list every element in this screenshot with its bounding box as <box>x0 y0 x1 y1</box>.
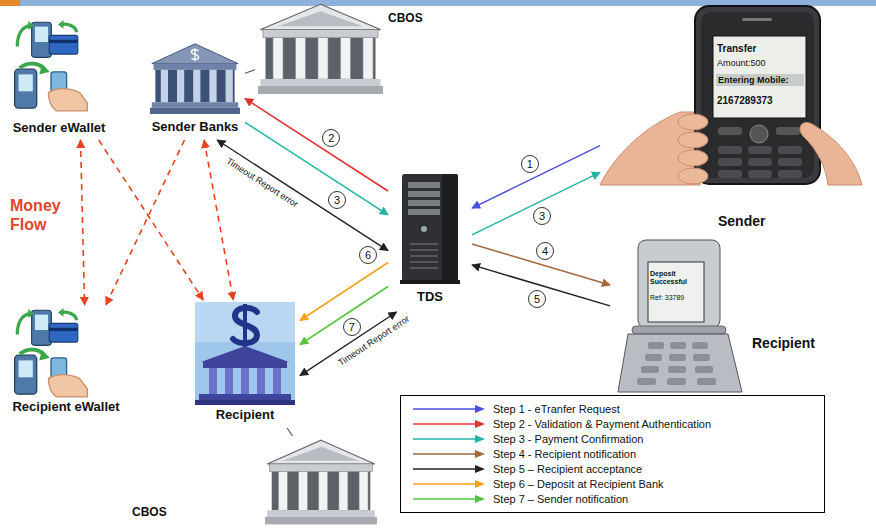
ewallet-group: Recipient eWallet <box>5 305 127 417</box>
node-label: Sender eWallet <box>5 121 113 136</box>
callout-number: 7 <box>343 318 361 336</box>
callout-number: 3 <box>328 191 346 209</box>
money-flow-arrow <box>81 140 85 305</box>
connector <box>300 312 397 376</box>
legend-line-sample <box>413 468 477 470</box>
legend-row: Step 1 - eTranfer Request <box>401 402 824 417</box>
legend-line-sample <box>413 408 477 410</box>
legend-row: Step 7 – Sender notification <box>401 492 824 507</box>
central-bank-building <box>258 4 383 94</box>
legend-line-sample <box>411 434 487 444</box>
sender-phone-in-hand <box>600 6 862 185</box>
legend-line-sample <box>411 464 487 474</box>
node-label: CBOS <box>388 12 428 26</box>
money-flow-arrow <box>106 140 185 305</box>
server-tower <box>400 174 460 284</box>
legend-text: Step 4 - Recipient notification <box>493 447 636 462</box>
legend-row: Step 4 - Recipient notification <box>401 447 824 462</box>
arrowhead <box>475 480 485 488</box>
legend-line-sample <box>413 453 477 455</box>
sender-bank-building <box>150 44 240 114</box>
arrowhead <box>475 405 485 413</box>
arrowhead <box>475 435 485 443</box>
phone-screen-text: Deposit Successful <box>650 270 702 286</box>
legend-box: Step 1 - eTranfer RequestStep 2 - Valida… <box>400 395 825 513</box>
money-flow-arrow <box>99 140 203 300</box>
ewallet-group: Sender eWallet <box>5 18 113 140</box>
arrowhead <box>475 465 485 473</box>
legend-line-sample <box>413 438 477 440</box>
legend-row: Step 6 – Deposit at Recipient Bank <box>401 477 824 492</box>
edge-label: Timeout Report error <box>222 155 301 212</box>
legend-text: Step 3 - Payment Confirmation <box>493 432 643 447</box>
server-tower: TDS <box>388 172 472 312</box>
legend-text: Step 2 - Validation & Payment Authentica… <box>493 417 711 432</box>
connector <box>300 263 388 321</box>
connector <box>217 140 388 251</box>
central-bank-icon: CBOS <box>262 436 382 526</box>
node-label: Recipient <box>752 335 832 351</box>
phone-screen-text: 2167289373 <box>717 95 803 107</box>
callout-number: 6 <box>359 246 377 264</box>
callout-number: 3 <box>533 207 551 225</box>
legend-row: Step 2 - Validation & Payment Authentica… <box>401 417 824 432</box>
legend-line-sample <box>413 483 477 485</box>
legend-row: Step 3 - Payment Confirmation <box>401 432 824 447</box>
legend-text: Step 5 – Recipient acceptance <box>493 462 642 477</box>
node-label: CBOS <box>132 506 182 520</box>
node-label: Recipient <box>190 408 300 423</box>
legend-line-sample <box>411 479 487 489</box>
central-bank-building <box>265 440 377 524</box>
phone-screen-text: Transfer <box>717 43 803 55</box>
phone-screen-text: Amount:500 <box>717 58 803 68</box>
legend-line-sample <box>413 423 477 425</box>
legend-text: Step 1 - eTranfer Request <box>493 402 620 417</box>
connector <box>245 122 388 215</box>
connector <box>245 70 255 73</box>
legend-line-sample <box>411 494 487 504</box>
flow-label: Money Flow <box>10 196 74 234</box>
recipient-bank-building <box>195 302 295 405</box>
bank-icon: Recipient <box>190 300 300 428</box>
connector <box>472 172 600 235</box>
recipient-flip-phone <box>618 240 742 392</box>
node-label: Sender <box>718 213 788 229</box>
sender-phone: TransferAmount:500Entering Mobile: 216728… <box>600 5 862 185</box>
connector <box>287 428 292 436</box>
callout-number: 4 <box>536 242 554 260</box>
central-bank-icon: CBOS <box>255 0 385 96</box>
arrowhead <box>475 495 485 503</box>
bank-icon: Sender Banks <box>145 40 245 140</box>
node-label: Recipient eWallet <box>5 400 127 415</box>
arrowhead <box>475 420 485 428</box>
legend-line-sample <box>411 404 487 414</box>
legend-line-sample <box>413 498 477 500</box>
legend-line-sample <box>411 449 487 459</box>
connector <box>245 99 388 192</box>
node-label: TDS <box>388 290 472 305</box>
connector <box>472 146 600 209</box>
callout-number: 5 <box>528 290 546 308</box>
callout-number: 1 <box>521 155 539 173</box>
phone-screen-text: Ref: 33789 <box>650 294 702 302</box>
node-label: Sender Banks <box>145 120 245 135</box>
legend-text: Step 6 – Deposit at Recipient Bank <box>493 477 664 492</box>
legend-line-sample <box>411 419 487 429</box>
legend-text: Step 7 – Sender notification <box>493 492 628 507</box>
arrowhead <box>475 450 485 458</box>
callout-number: 2 <box>322 129 340 147</box>
recipient-phone: Deposit SuccessfulRef: 33789Recipient <box>610 238 745 393</box>
legend-row: Step 5 – Recipient acceptance <box>401 462 824 477</box>
phone-screen-text: Entering Mobile: <box>716 74 804 86</box>
